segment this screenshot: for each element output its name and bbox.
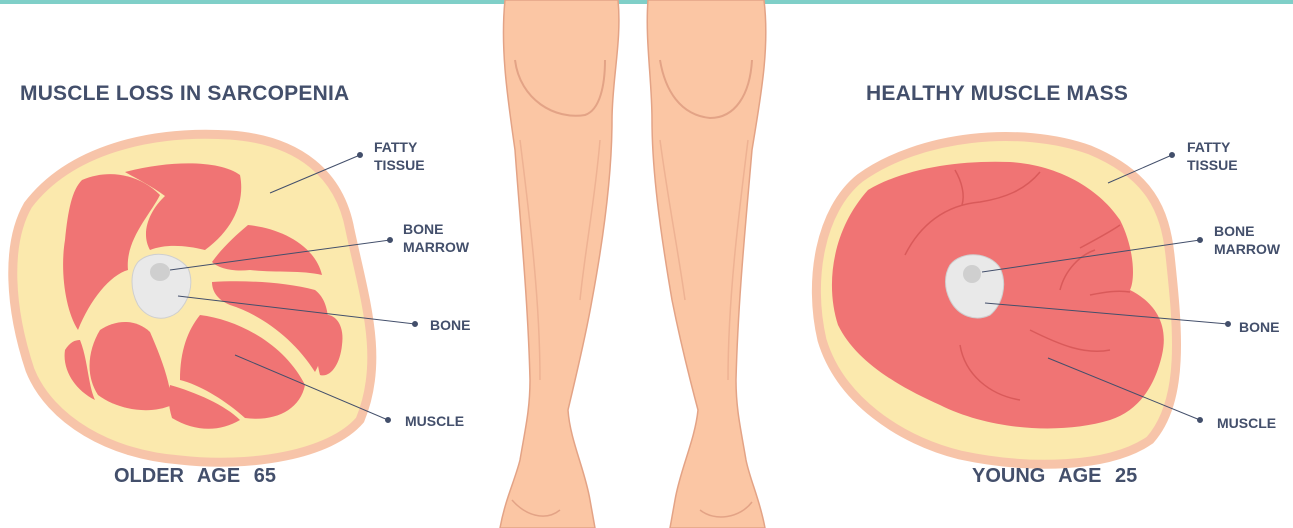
young-age-label: YOUNG AGE 25 <box>972 465 1137 488</box>
legs-illustration <box>500 0 766 528</box>
older-label-bone: BONE <box>430 316 470 334</box>
young-bone-marrow <box>963 265 981 283</box>
left-leg <box>500 0 619 528</box>
older-label-muscle: MUSCLE <box>405 412 464 430</box>
young-panel-title: HEALTHY MUSCLE MASS <box>866 82 1128 106</box>
young-thigh-cross-section <box>816 137 1176 465</box>
young-label-fatty-tissue: FATTY TISSUE <box>1187 138 1238 174</box>
young-label-bone-marrow: BONE MARROW <box>1214 222 1280 258</box>
older-thigh-cross-section <box>13 134 372 462</box>
older-age-label: OLDER AGE 65 <box>114 465 276 488</box>
young-label-muscle: MUSCLE <box>1217 414 1276 432</box>
older-panel-title: MUSCLE LOSS IN SARCOPENIA <box>20 82 349 106</box>
young-label-bone: BONE <box>1239 318 1279 336</box>
older-bone-marrow <box>150 263 170 281</box>
older-label-bone-marrow: BONE MARROW <box>403 220 469 256</box>
older-label-fatty-tissue: FATTY TISSUE <box>374 138 425 174</box>
